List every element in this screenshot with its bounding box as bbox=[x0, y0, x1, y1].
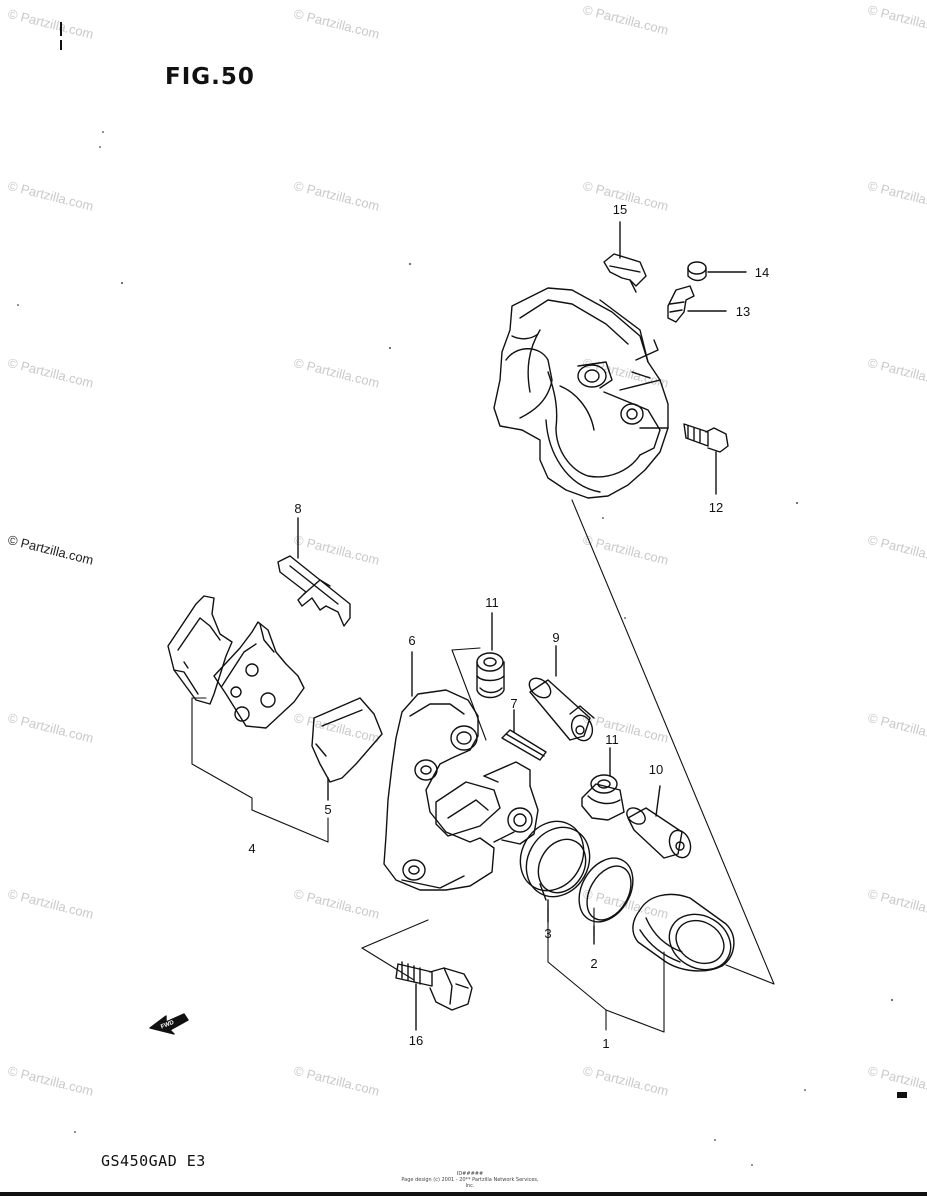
caliper-body bbox=[493, 287, 669, 499]
callout-8: 8 bbox=[294, 501, 301, 516]
bleeder-cap-14 bbox=[687, 261, 747, 282]
callout-11-upper: 11 bbox=[485, 595, 499, 610]
figure-title: FIG.50 bbox=[165, 64, 255, 90]
caliper-holder-6 bbox=[383, 651, 539, 891]
callout-15: 15 bbox=[613, 202, 627, 217]
brake-pads-4 bbox=[167, 595, 305, 729]
callout-3: 3 bbox=[544, 926, 551, 941]
model-code: GS450GAD E3 bbox=[101, 1152, 206, 1170]
callout-10: 10 bbox=[649, 762, 663, 777]
callout-1: 1 bbox=[602, 1036, 609, 1051]
callout-14: 14 bbox=[755, 265, 769, 280]
pin-7 bbox=[501, 709, 547, 761]
pad-spring-15 bbox=[603, 221, 647, 293]
callout-5: 5 bbox=[324, 802, 331, 817]
boot-11-upper bbox=[476, 612, 505, 699]
pad-spring-8 bbox=[277, 517, 351, 627]
callout-7: 7 bbox=[510, 696, 517, 711]
fwd-arrow-icon: FWD bbox=[149, 1013, 189, 1035]
sleeve-10 bbox=[626, 785, 692, 859]
sleeve-9 bbox=[528, 645, 595, 742]
footer-credit: ID##### Page design (c) 2001 - 20** Part… bbox=[400, 1171, 540, 1189]
pad-shim-5 bbox=[311, 697, 383, 801]
mounting-bolt-12 bbox=[683, 423, 729, 495]
callout-2: 2 bbox=[590, 956, 597, 971]
footer-id: ID##### bbox=[456, 1171, 484, 1177]
dust-seal-3 bbox=[519, 820, 591, 923]
fwd-label: FWD bbox=[160, 1019, 176, 1030]
callout-13: 13 bbox=[736, 304, 750, 319]
footer-rule bbox=[0, 1192, 927, 1196]
callout-11-lower: 11 bbox=[605, 732, 619, 747]
callout-16: 16 bbox=[409, 1033, 423, 1048]
piston-1 bbox=[632, 893, 735, 972]
mounting-bolt-16 bbox=[395, 961, 473, 1031]
callout-labels: 1 2 3 4 5 6 7 8 9 10 11 11 12 13 14 15 1… bbox=[248, 202, 769, 1051]
bleeder-valve-13 bbox=[667, 285, 727, 323]
piston-seal-2 bbox=[578, 857, 634, 945]
callout-12: 12 bbox=[709, 500, 723, 515]
leader-lines bbox=[191, 499, 775, 1033]
footer-copyright: Page design (c) 2001 - 20** Partzilla Ne… bbox=[401, 1177, 539, 1189]
corner-mark bbox=[897, 1092, 907, 1098]
scan-specks bbox=[17, 22, 893, 1166]
callout-4: 4 bbox=[248, 841, 255, 856]
boot-11-lower bbox=[581, 747, 625, 821]
callout-9: 9 bbox=[552, 630, 559, 645]
callout-6: 6 bbox=[408, 633, 415, 648]
